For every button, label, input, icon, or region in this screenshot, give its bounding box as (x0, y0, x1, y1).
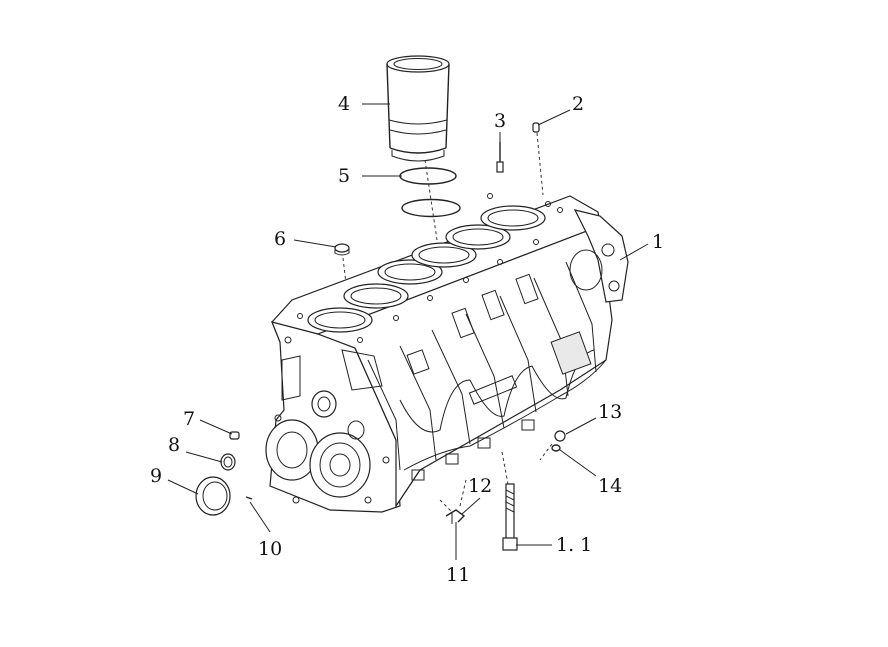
callout-2: 2 (572, 93, 585, 115)
cylinder-liner-part-4 (386, 55, 450, 162)
callout-13: 13 (598, 401, 623, 423)
cup-plug-part-8 (220, 453, 236, 471)
leader-lines (167, 103, 649, 560)
plug-part-7 (229, 431, 240, 440)
callout-10: 10 (258, 538, 283, 560)
callout-4: 4 (338, 93, 351, 115)
callout-5: 5 (338, 165, 351, 187)
dowel-pin-part-2 (532, 122, 540, 133)
callout-6: 6 (274, 228, 287, 250)
seal-cover-part-9 (195, 476, 231, 516)
callout-11: 11 (446, 564, 471, 586)
washer-part-14 (551, 444, 561, 452)
callout-14: 14 (598, 475, 623, 497)
callout-12: 12 (468, 475, 493, 497)
callout-9: 9 (150, 465, 163, 487)
callout-7: 7 (183, 408, 196, 430)
cylinder-block-part-1 (265, 193, 629, 513)
callout-8: 8 (168, 434, 181, 456)
oil-nozzle-part-12 (445, 509, 466, 524)
main-bearing-bolt-part-1-1 (502, 483, 518, 551)
plug-part-6 (334, 243, 350, 256)
callout-3: 3 (494, 110, 507, 132)
plug-part-13 (554, 430, 566, 442)
callout-1: 1 (652, 231, 665, 253)
callout-1-1: 1. 1 (556, 534, 593, 556)
pin-part-10 (245, 496, 253, 500)
